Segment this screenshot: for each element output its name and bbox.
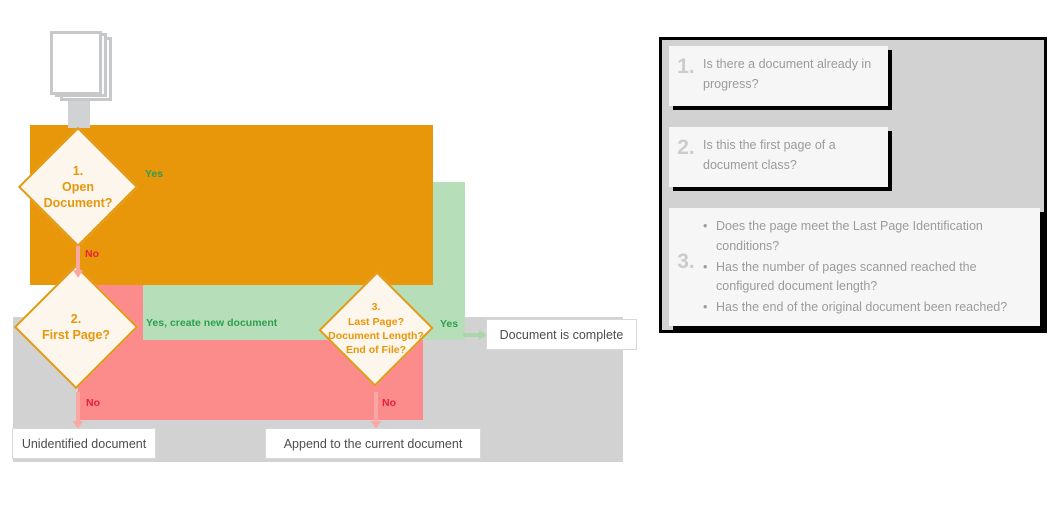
legend-bullet-item: Has the end of the original document bee… bbox=[703, 298, 1032, 318]
decision-open-document[interactable]: 1. Open Document? bbox=[17, 126, 139, 248]
diamond-shape bbox=[17, 126, 139, 248]
result-unidentified-document[interactable]: Unidentified document bbox=[12, 428, 156, 459]
edge-label-yes-last-page: Yes bbox=[440, 318, 459, 330]
legend-panel: 1. Is there a document already in progre… bbox=[659, 37, 1047, 333]
legend-paragraph: Is this the first page of a document cla… bbox=[703, 138, 836, 172]
document-stack-icon bbox=[46, 31, 116, 128]
diamond-shape bbox=[13, 264, 139, 390]
legend-text-1: Is there a document already in progress? bbox=[703, 46, 888, 95]
legend-number-2: 2. bbox=[677, 136, 695, 159]
arrow-head-down-icon bbox=[73, 270, 83, 278]
legend-paragraph: Is there a document already in progress? bbox=[703, 57, 872, 91]
arrow-head-right-icon bbox=[479, 330, 487, 340]
legend-card-3: 3. Does the page meet the Last Page Iden… bbox=[669, 208, 1040, 326]
arrow-head-down-icon bbox=[371, 421, 381, 429]
legend-bullet-item: Has the number of pages scanned reached … bbox=[703, 258, 1032, 298]
arrow-stem bbox=[374, 392, 378, 423]
legend-card-1: 1. Is there a document already in progre… bbox=[669, 46, 888, 106]
scanner-stem bbox=[68, 101, 90, 128]
arrow-stem bbox=[76, 246, 80, 272]
decision-first-page[interactable]: 2. First Page? bbox=[13, 264, 139, 390]
result-document-is-complete[interactable]: Document is complete bbox=[486, 319, 637, 350]
result-append-to-current-document[interactable]: Append to the current document bbox=[265, 428, 481, 459]
edge-label-no-last-page: No bbox=[382, 397, 396, 409]
legend-number-1: 1. bbox=[677, 55, 695, 78]
arrow-head-down-icon bbox=[73, 421, 83, 429]
edge-label-no-first-page: No bbox=[86, 397, 100, 409]
legend-text-3: Does the page meet the Last Page Identif… bbox=[703, 208, 1040, 319]
legend-number-3: 3. bbox=[677, 250, 695, 273]
legend-bullet-list: Does the page meet the Last Page Identif… bbox=[703, 217, 1032, 318]
decision-last-page[interactable]: 3. Last Page? Document Length? End of Fi… bbox=[318, 268, 434, 390]
legend-card-2: 2. Is this the first page of a document … bbox=[669, 127, 888, 187]
flowchart-diagram: 1. Open Document? 2. First Page? 3. Last… bbox=[12, 31, 637, 462]
arrow-stem bbox=[76, 392, 80, 423]
document-sheet-front bbox=[50, 31, 102, 95]
legend-text-2: Is this the first page of a document cla… bbox=[703, 127, 888, 176]
edge-label-no-open-document: No bbox=[85, 248, 99, 260]
edge-label-yes-create-new-doc: Yes, create new document bbox=[146, 317, 278, 329]
arrow-stem bbox=[463, 333, 481, 337]
diamond-shape bbox=[318, 271, 434, 387]
edge-label-yes-open-document: Yes bbox=[145, 168, 164, 180]
legend-bullet-item: Does the page meet the Last Page Identif… bbox=[703, 217, 1032, 257]
